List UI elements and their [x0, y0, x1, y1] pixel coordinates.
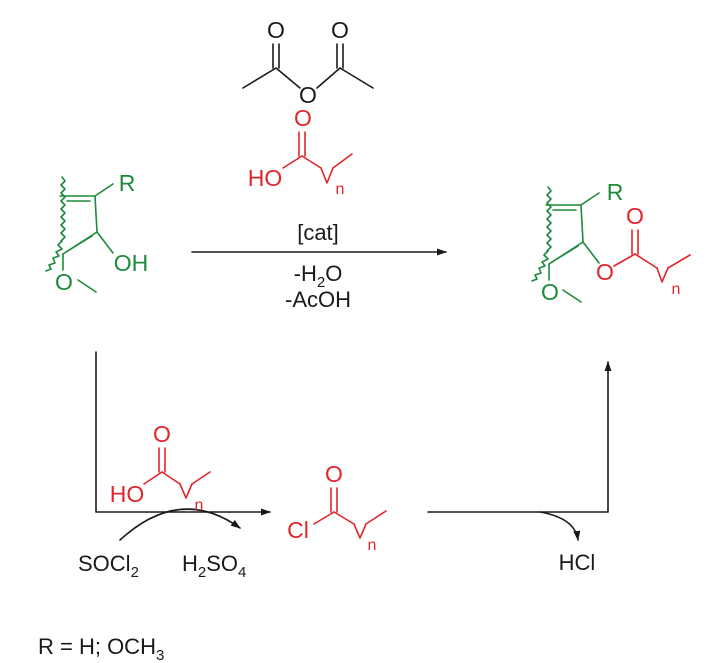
product-methoxy-oxygen: O [541, 279, 559, 305]
fatty-acid-top: O HO n [248, 105, 353, 198]
lower-path-arrow-to-chloride [95, 351, 271, 516]
product-chain-n: n [672, 281, 681, 298]
product-ester: R O O O n [531, 179, 691, 305]
fatty-acid-lower: O HO n [110, 421, 211, 514]
lower-path-arrow-to-product [427, 361, 612, 513]
acid-carbonyl-oxygen: O [294, 105, 312, 131]
r-group-definition: R = H; OCH3 [38, 634, 164, 663]
lower-acid-carbonyl-oxygen: O [153, 421, 171, 447]
hcl-label: HCl [559, 550, 596, 575]
acetic-acid-loss-label: -AcOH [285, 287, 351, 312]
reactant-phenol: R OH O [45, 170, 149, 295]
catalyst-label: [cat] [297, 220, 339, 245]
product-r-group: R [607, 179, 624, 205]
anhydride-oxygen-right: O [331, 17, 349, 43]
water-loss-label: -H2O [294, 261, 343, 291]
thionyl-chloride-label: SOCl2 [78, 551, 139, 581]
acid-hydroxyl: HO [248, 165, 283, 191]
acid-chain-n: n [336, 181, 345, 198]
lower-acid-chain-n: n [195, 497, 204, 514]
product-ester-oxygen: O [596, 259, 614, 285]
acetic-anhydride: O O O [242, 17, 374, 108]
sulfuric-acid-label: H2SO4 [182, 551, 246, 581]
chloride-chain-n: n [368, 537, 377, 554]
product-carbonyl-oxygen: O [626, 203, 644, 229]
chloride-carbonyl-oxygen: O [325, 461, 343, 487]
reactant-methoxy-oxygen: O [55, 269, 73, 295]
socl2-curved-arrow [119, 508, 241, 541]
reactant-r-group: R [119, 170, 136, 196]
chloride-chlorine: Cl [287, 517, 309, 543]
acyl-chloride: O Cl n [287, 461, 387, 554]
lower-acid-hydroxyl: HO [110, 481, 145, 507]
anhydride-bridge-oxygen: O [299, 82, 317, 108]
hcl-curved-arrow [539, 511, 581, 541]
reactant-hydroxyl: OH [114, 250, 149, 276]
anhydride-oxygen-left: O [267, 17, 285, 43]
